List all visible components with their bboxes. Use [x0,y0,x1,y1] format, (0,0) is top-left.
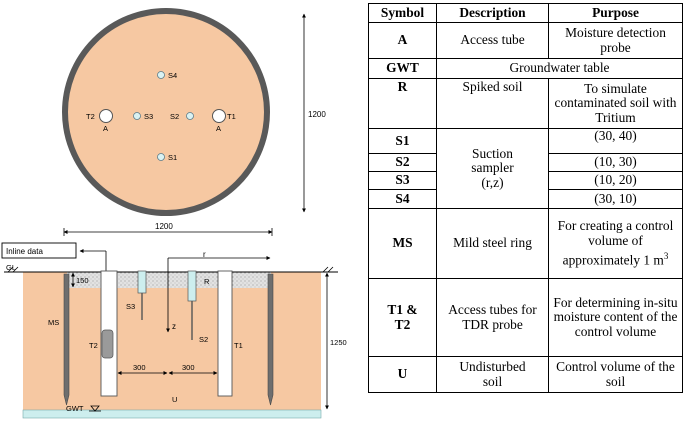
purpose-cell: (30, 40) [548,128,683,154]
header-description: Description [436,3,549,23]
t2-label: T2 [86,112,95,121]
purpose-cell: Moisture detection probe [548,22,683,59]
suction-sampler-description: Suction sampler (r,z) [436,128,549,209]
ms-purpose-superscript: 3 [663,250,669,261]
table-row-s3: S3 (10, 20) [368,171,683,190]
z-axis-label: z [172,322,176,331]
table-header-row: Symbol Description Purpose [368,3,683,23]
ms-purpose-text: For creating a control volume of approxi… [557,218,674,268]
t1-access-tube [212,109,226,123]
t2-section-label: T2 [89,341,98,350]
purpose-cell: Control volume of the soil [548,356,683,393]
s1-sampler [157,153,165,161]
description-cell: Mild steel ring [436,208,549,279]
section-top-dimension-label: 1200 [155,222,173,231]
symbol-cell: S4 [368,189,437,209]
table-row-gwt: GWT Groundwater table [368,58,683,79]
ground-hatch-left2 [12,266,19,273]
u-label: U [172,395,177,404]
s1-label: S1 [168,153,177,162]
section-view: 1200 Inline data GL GWT MS 150 T2 [1,222,347,419]
table-row-s1: S1 Suction sampler (r,z) (30, 40) [368,128,683,209]
description-cell: Spiked soil [436,78,549,129]
ground-hatch-right [322,266,329,273]
r-axis-label: r [203,250,206,259]
plan-view: 1200 S4 S3 S2 S1 T2 A T1 A [62,8,326,216]
description-cell: Groundwater table [436,58,683,79]
dim-1250-label: 1250 [330,338,347,347]
ms-wall-left [63,273,70,406]
t2-probe [101,329,114,359]
inline-data-label: Inline data [6,247,43,256]
symbol-cell: S3 [368,171,437,190]
s3-sampler [133,112,141,120]
symbol-cell: GWT [368,58,437,79]
symbol-cell: MS [368,208,437,279]
ms-wall-right [267,273,274,406]
s3-sampler-tube [137,270,147,294]
table-row-ms: MS Mild steel ring For creating a contro… [368,208,683,279]
header-symbol: Symbol [368,3,437,23]
description-cell: Access tube [436,22,549,59]
symbol-cell: T1 & T2 [368,278,437,357]
r-zone-label: R [204,277,210,286]
purpose-cell: To simulate contaminated soil with Triti… [548,78,683,129]
s2-sampler [186,112,194,120]
gwt-label: GWT [66,404,84,413]
purpose-cell: (10, 20) [548,171,683,190]
gwt-symbol [90,405,100,412]
t1-label: T1 [227,112,236,121]
dim-300-right-label: 300 [182,363,195,372]
dim-300-left-label: 300 [133,363,146,372]
purpose-cell: (30, 10) [548,189,683,209]
purpose-cell: (10, 30) [548,153,683,172]
symbol-cell: U [368,356,437,393]
symbol-cell: R [368,78,437,129]
a-right-label: A [216,124,221,133]
ground-hatch-right2 [327,266,334,273]
description-cell: Access tubes for TDR probe [436,278,549,357]
t2-access-tube [99,109,113,123]
site-diagram: 1200 S4 S3 S2 S1 T2 A T1 A 1200 Inline d… [1,8,347,419]
legend-table: Symbol Description Purpose A Access tube… [368,3,683,393]
groundwater-strip [22,409,322,419]
inline-data-box [1,242,77,259]
s3-label: S3 [144,112,153,121]
s2-sampler-tube [187,270,197,302]
symbol-cell: S1 [368,128,437,154]
s4-sampler [157,71,165,79]
spiked-soil-zone [67,272,271,288]
plan-circle [62,8,270,216]
dim-150-label: 150 [76,276,89,285]
t1-tube [217,270,233,397]
header-purpose: Purpose [548,3,683,23]
ground-hatch-left [7,266,14,273]
table-row-a: A Access tube Moisture detection probe [368,22,683,59]
gl-label: GL [6,263,16,272]
plan-dimension-label: 1200 [308,110,326,119]
description-cell: Undisturbed soil [436,356,549,393]
s2-label: S2 [170,112,179,121]
t1-section-label: T1 [234,341,243,350]
a-left-label: A [103,124,108,133]
table-row-t1-t2: T1 & T2 Access tubes for TDR probe For d… [368,278,683,357]
purpose-cell: For determining in-situ moisture content… [548,278,683,357]
s2-section-label: S2 [199,335,208,344]
s3-section-label: S3 [126,302,135,311]
ms-label: MS [48,318,59,327]
symbol-cell: A [368,22,437,59]
table-row-r: R Spiked soil To simulate contaminated s… [368,78,683,129]
s4-label: S4 [168,71,177,80]
purpose-cell: For creating a control volume of approxi… [548,208,683,279]
table-row-u: U Undisturbed soil Control volume of the… [368,356,683,393]
symbol-cell: S2 [368,153,437,172]
legend-table-wrapper: Symbol Description Purpose A Access tube… [368,3,683,393]
